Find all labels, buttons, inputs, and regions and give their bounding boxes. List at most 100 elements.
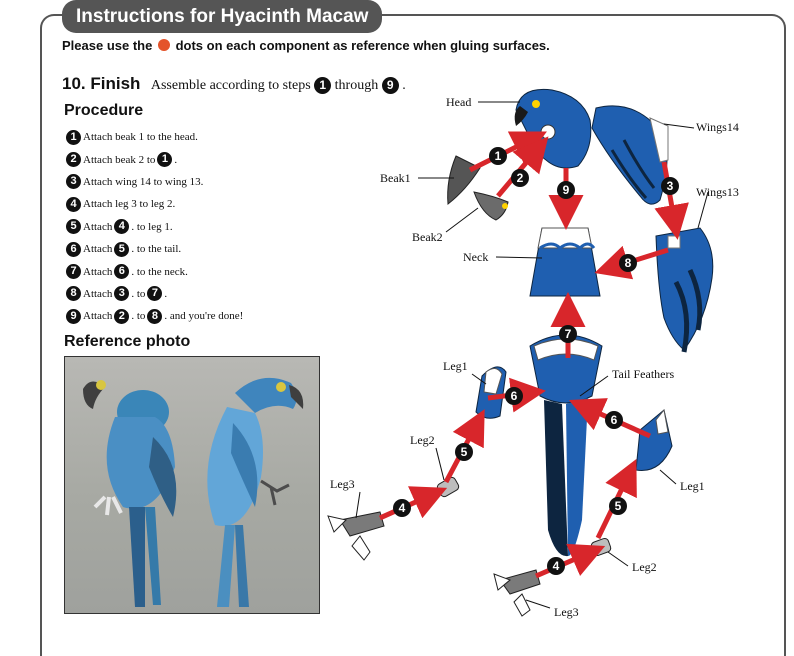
marker-2: 2 — [511, 169, 529, 187]
step-badge: 2 — [66, 152, 81, 168]
step-heading: 10. Finish Assemble according to steps 1… — [62, 74, 406, 94]
procedure-heading: Procedure — [64, 102, 144, 119]
tail-feathers-part — [529, 334, 603, 557]
step-number: 10. Finish — [62, 74, 141, 93]
svg-text:6: 6 — [511, 389, 518, 403]
intro-before: Please use the — [62, 38, 153, 53]
marker-1: 1 — [489, 147, 507, 165]
svg-text:3: 3 — [667, 179, 674, 193]
step-to-badge: 9 — [381, 77, 399, 94]
procedure-text: Attach — [83, 287, 113, 300]
procedure-text: Attach — [83, 265, 113, 278]
head-part — [514, 88, 592, 169]
step-from-badge: 1 — [314, 77, 332, 94]
procedure-text: . to leg 1. — [131, 220, 173, 233]
label-leg1-right: Leg1 — [680, 479, 705, 493]
svg-text:4: 4 — [553, 559, 560, 573]
neck-part — [529, 227, 601, 297]
beak1-part — [447, 155, 481, 205]
step-badge: 7 — [66, 264, 81, 280]
step-ref-badge: 8 — [147, 308, 163, 324]
label-beak2: Beak2 — [412, 230, 443, 244]
leg3-right-part — [493, 569, 541, 617]
step-period: . — [402, 78, 406, 93]
procedure-text: Attach — [83, 310, 113, 323]
svg-text:9: 9 — [563, 183, 570, 197]
procedure-text: . and you're done! — [164, 310, 244, 323]
svg-text:6: 6 — [611, 413, 618, 427]
svg-text:4: 4 — [399, 501, 406, 515]
leg1-left-part — [475, 366, 507, 419]
procedure-text: . — [164, 287, 168, 300]
step-badge: 5 — [66, 219, 81, 235]
wings14-part — [591, 105, 669, 205]
procedure-text: Attach wing 14 to wing 13. — [83, 175, 204, 188]
leader-lines — [355, 101, 709, 609]
marker-8: 8 — [619, 254, 637, 272]
marker-5-left: 5 — [455, 443, 473, 461]
step-badge: 8 — [66, 286, 81, 302]
label-head: Head — [446, 95, 471, 109]
intro-after: dots on each component as reference when… — [175, 38, 550, 53]
step-ref-badge: 5 — [114, 241, 130, 257]
marker-6-left: 6 — [505, 387, 523, 405]
reference-photo-heading: Reference photo — [64, 333, 191, 350]
intro-text: Please use the dots on each component as… — [62, 38, 550, 53]
label-tail-feathers: Tail Feathers — [612, 367, 674, 381]
page-frame — [40, 14, 786, 656]
step-badge: 3 — [66, 174, 81, 190]
step-badge: 1 — [66, 129, 81, 145]
svg-text:2: 2 — [517, 171, 524, 185]
marker-6-right: 6 — [605, 411, 623, 429]
parrot-photo-illustration — [83, 377, 304, 607]
label-wings14: Wings14 — [696, 120, 739, 134]
procedure-text: . to — [131, 310, 146, 323]
svg-text:7: 7 — [565, 327, 572, 341]
svg-text:8: 8 — [625, 256, 632, 270]
step-ref-badge: 6 — [114, 264, 130, 280]
svg-text:5: 5 — [615, 499, 622, 513]
step-ref-badge: 2 — [114, 308, 130, 324]
marker-4-left: 4 — [393, 499, 411, 517]
orange-dot-icon — [157, 39, 170, 51]
label-beak1: Beak1 — [380, 171, 411, 185]
marker-9: 9 — [557, 181, 575, 199]
step-ref-badge: 7 — [147, 286, 163, 302]
page-title: Instructions for Hyacinth Macaw — [62, 0, 383, 33]
procedure-text: . to the tail. — [131, 243, 182, 256]
procedure-text: Attach leg 3 to leg 2. — [83, 198, 176, 211]
procedure-text: Attach — [83, 220, 113, 233]
step-badge: 9 — [66, 308, 81, 324]
leg3-left-part — [327, 511, 385, 561]
label-neck: Neck — [463, 250, 488, 264]
svg-text:5: 5 — [461, 445, 468, 459]
step-through-word: through — [334, 78, 379, 93]
reference-photo — [64, 356, 320, 614]
marker-3: 3 — [661, 177, 679, 195]
label-leg3-left: Leg3 — [330, 477, 355, 491]
marker-4-right: 4 — [547, 557, 565, 575]
wings13-part — [655, 227, 714, 353]
label-leg3-right: Leg3 — [554, 605, 579, 619]
label-wings13: Wings13 — [696, 185, 739, 199]
marker-7: 7 — [559, 325, 577, 343]
step-text: Assemble according to steps — [150, 78, 311, 93]
label-leg2-right: Leg2 — [632, 560, 657, 574]
assembly-arrows — [378, 131, 689, 579]
procedure-text: Attach — [83, 243, 113, 256]
leg1-right-part — [635, 408, 673, 471]
procedure-text: Attach beak 2 to — [83, 153, 156, 166]
procedure-text: . to the neck. — [131, 265, 188, 278]
svg-text:1: 1 — [495, 149, 502, 163]
procedure-text: . — [174, 153, 178, 166]
assembly-diagram: Head Wings14 Beak1 Wings13 Beak2 Neck Le… — [327, 88, 739, 619]
step-ref-badge: 1 — [157, 152, 173, 168]
